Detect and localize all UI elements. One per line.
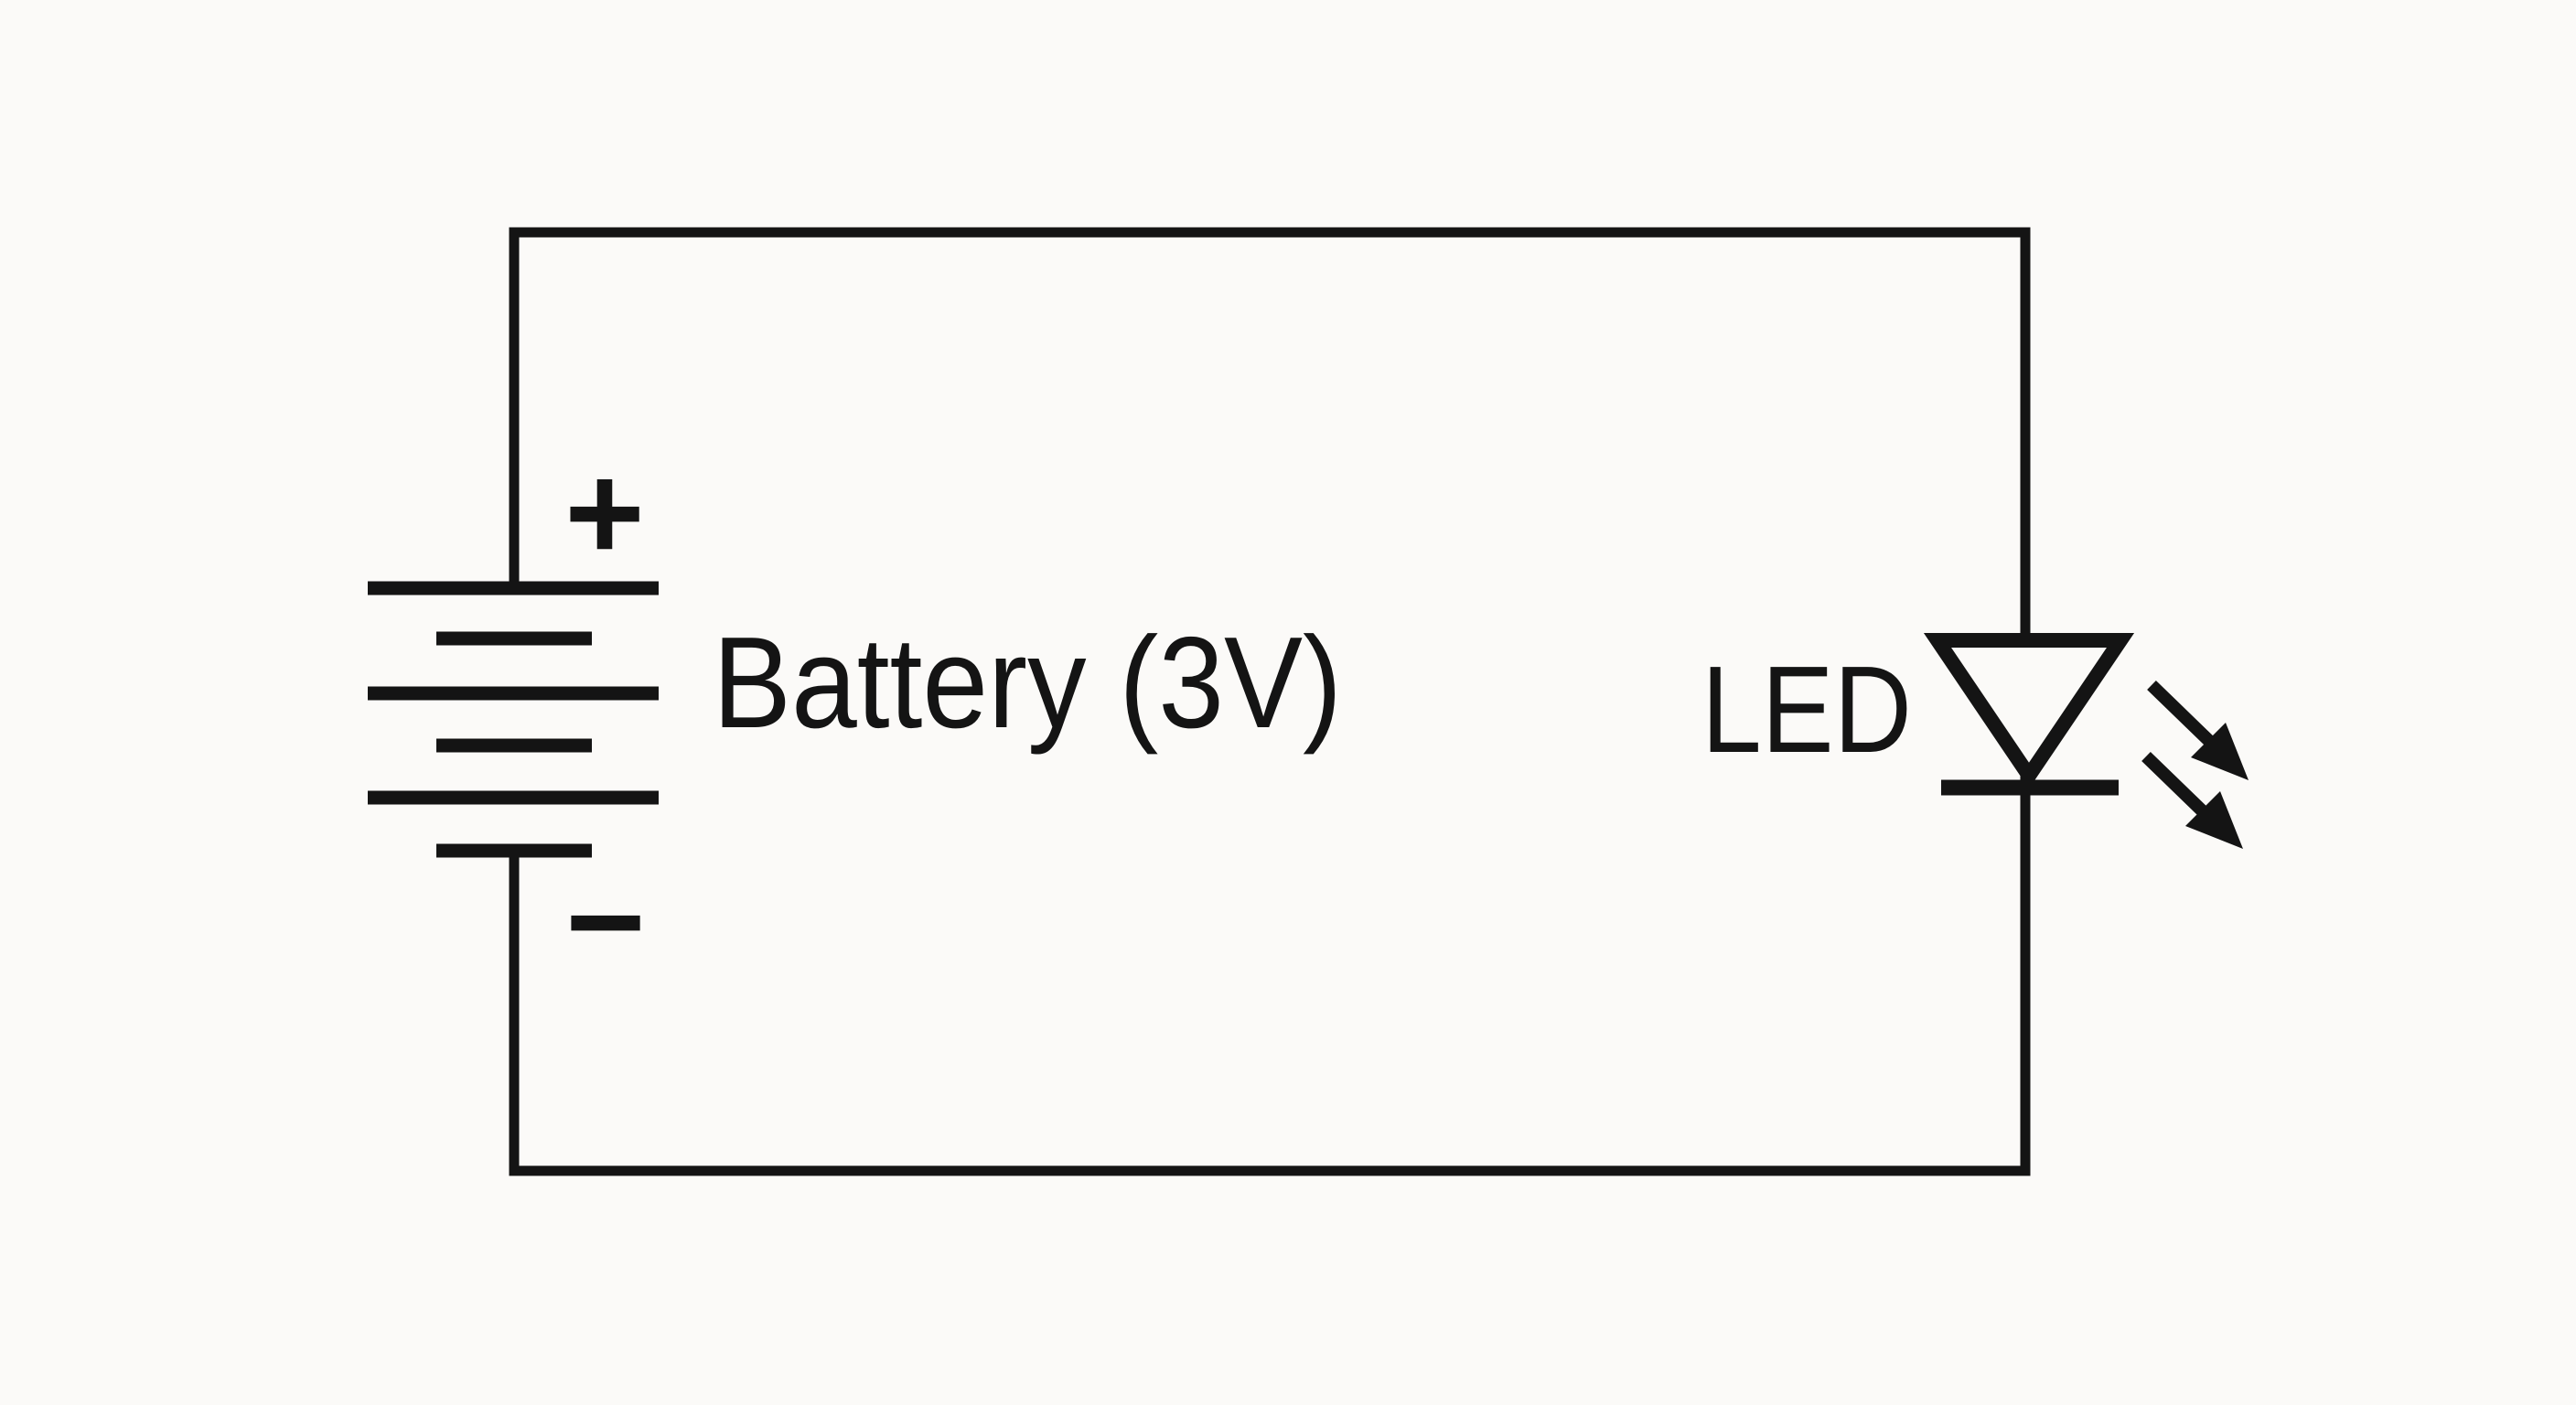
light-arrow-head [2191,723,2249,780]
led-label: LED [1701,640,1912,778]
light-arrow-shaft [2141,751,2209,819]
battery-symbol [368,581,659,858]
light-arrow-icon [2141,751,2243,849]
battery-negative-sign: − [565,844,646,998]
battery-positive-sign: + [564,435,645,589]
light-arrow-icon [2147,680,2249,780]
led-symbol [1923,633,2135,796]
battery-label: Battery (3V) [713,610,1342,756]
light-arrow-shaft [2147,680,2215,747]
led-anode-triangle [1923,633,2135,789]
wire-loop [509,227,2031,1176]
led-light-arrows [2141,680,2249,849]
light-arrow-head [2185,791,2243,849]
